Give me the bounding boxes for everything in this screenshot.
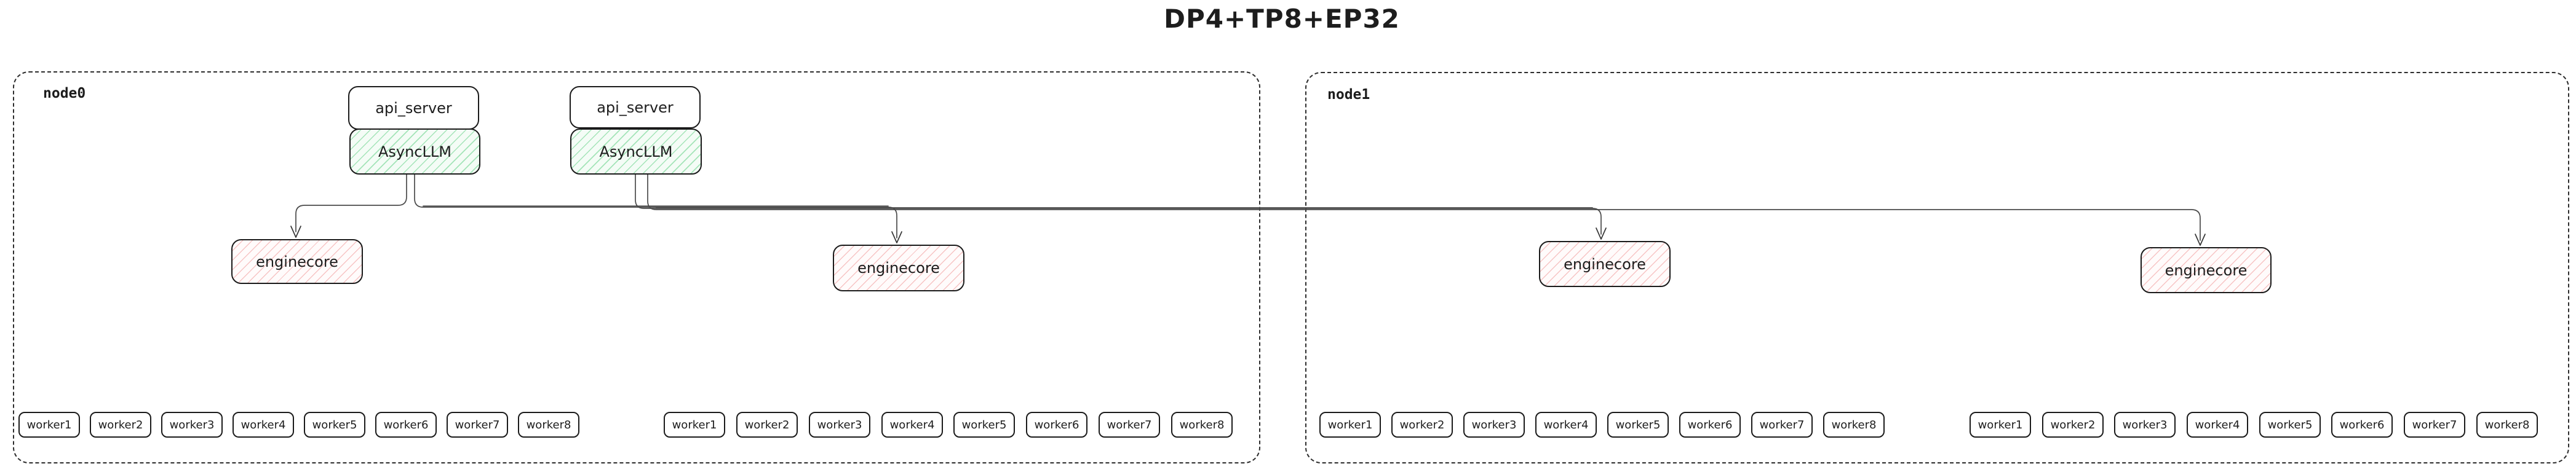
- worker-box: worker1: [18, 412, 80, 438]
- worker-box: worker1: [664, 412, 725, 438]
- worker-box: worker8: [1171, 412, 1233, 438]
- worker-box: worker6: [1679, 412, 1741, 438]
- worker-box: worker7: [2404, 412, 2465, 438]
- worker-box: worker7: [1099, 412, 1160, 438]
- worker-box: worker5: [1607, 412, 1669, 438]
- worker-box: worker2: [1391, 412, 1453, 438]
- node1-container: [1305, 72, 2569, 463]
- worker-box: worker7: [1751, 412, 1813, 438]
- worker-box: worker3: [1463, 412, 1525, 438]
- diagram-title: DP4+TP8+EP32: [1164, 4, 1400, 34]
- node0-label: node0: [43, 85, 86, 101]
- worker-box: worker4: [233, 412, 294, 438]
- enginecore-box: enginecore: [1539, 241, 1671, 287]
- enginecore-box: enginecore: [833, 245, 964, 291]
- worker-box: worker3: [2114, 412, 2176, 438]
- worker-box: worker5: [953, 412, 1015, 438]
- asyncllm-box: AsyncLLM: [570, 128, 702, 175]
- worker-box: worker6: [375, 412, 437, 438]
- worker-box: worker4: [881, 412, 943, 438]
- worker-box: worker8: [2476, 412, 2538, 438]
- worker-box: worker5: [2259, 412, 2321, 438]
- worker-box: worker2: [90, 412, 151, 438]
- worker-box: worker4: [2187, 412, 2248, 438]
- enginecore-box: enginecore: [231, 239, 363, 284]
- enginecore-box: enginecore: [2141, 247, 2272, 293]
- worker-box: worker3: [809, 412, 870, 438]
- api-server-box: api_server: [348, 86, 479, 130]
- worker-box: worker4: [1535, 412, 1597, 438]
- node0-container: [13, 71, 1260, 463]
- api-server-box: api_server: [570, 86, 701, 128]
- worker-box: worker6: [1026, 412, 1087, 438]
- worker-box: worker1: [1319, 412, 1381, 438]
- node1-label: node1: [1327, 87, 1370, 103]
- worker-box: worker8: [518, 412, 579, 438]
- asyncllm-box: AsyncLLM: [349, 128, 480, 175]
- worker-box: worker5: [304, 412, 365, 438]
- worker-box: worker2: [2042, 412, 2104, 438]
- worker-box: worker8: [1823, 412, 1885, 438]
- worker-box: worker7: [447, 412, 508, 438]
- worker-box: worker2: [736, 412, 798, 438]
- worker-box: worker6: [2331, 412, 2393, 438]
- worker-box: worker1: [1970, 412, 2031, 438]
- worker-box: worker3: [161, 412, 223, 438]
